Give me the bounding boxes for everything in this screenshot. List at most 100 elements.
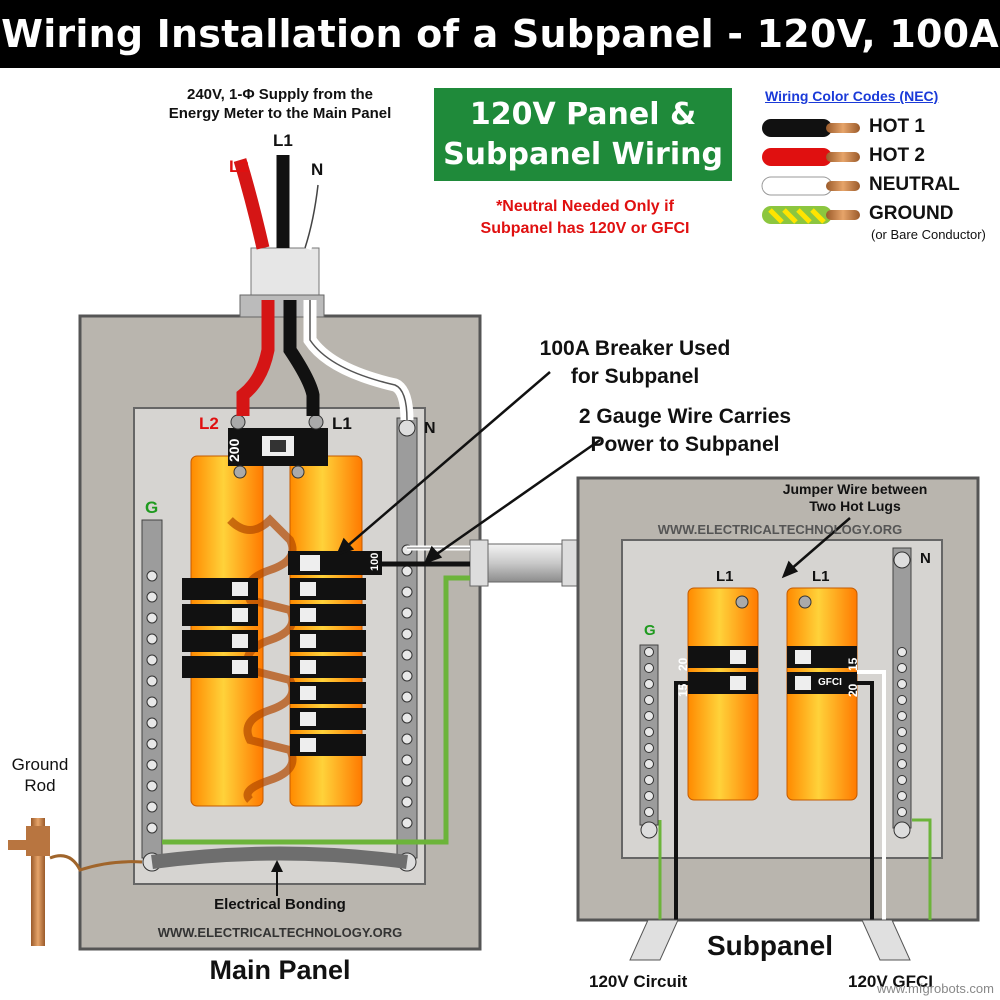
terminal-screw [146, 759, 158, 771]
sub-website: WWW.ELECTRICALTECHNOLOGY.ORG [657, 522, 903, 537]
sub-l1a-label: L1 [716, 568, 734, 585]
wire-callout: 2 Gauge Wire Carries Power to Subpanel [540, 403, 830, 459]
legend-hot1: HOT 1 [869, 116, 925, 137]
terminal-screw [644, 791, 654, 801]
subpanel-enclosure [576, 476, 980, 922]
terminal-screw [146, 612, 158, 624]
subpanel-breakers [688, 646, 857, 694]
terminal-screw [897, 695, 907, 705]
terminal-screw [644, 711, 654, 721]
terminal-screw [644, 647, 654, 657]
ground-rod-line-2: Rod [24, 776, 56, 795]
terminal-screw [146, 591, 158, 603]
jumper-callout-line-2: Two Hot Lugs [809, 498, 901, 514]
jumper-callout-line-1: Jumper Wire between [782, 481, 928, 497]
terminal-screw [897, 775, 907, 785]
terminal-screw [644, 727, 654, 737]
legend-ground: GROUND [869, 203, 954, 224]
source-watermark: www.mfgrobots.com [876, 981, 994, 996]
terminal-screw [401, 817, 413, 829]
legend-wires [761, 119, 860, 224]
wire-callout-line-2: Power to Subpanel [590, 433, 780, 456]
note-line-1: *Neutral Needed Only if [496, 198, 674, 215]
supply-l2-label: L2 [229, 157, 249, 176]
terminal-screw [146, 822, 158, 834]
terminal-screw [644, 743, 654, 753]
wire-callout-line-1: 2 Gauge Wire Carries [578, 405, 792, 428]
terminal-screw [644, 759, 654, 769]
main-website: WWW.ELECTRICALTECHNOLOGY.ORG [157, 925, 403, 940]
legend-ground-sub: (or Bare Conductor) [871, 227, 986, 242]
terminal-screw [146, 633, 158, 645]
terminal-screw [897, 711, 907, 721]
main-l1-label: L1 [332, 414, 352, 433]
supply-line-2: Energy Meter to the Main Panel [168, 105, 392, 122]
sub-brk-3: 15 [846, 657, 860, 671]
sub-brk-2: 15 [676, 683, 690, 697]
terminal-screw [146, 654, 158, 666]
main-breaker [228, 414, 328, 479]
sub-brk-4: 20 [846, 683, 860, 697]
outgoing-circuits [629, 670, 932, 961]
main-breaker-rating: 200 [226, 438, 242, 462]
terminal-screw [897, 663, 907, 673]
terminal-screw [644, 695, 654, 705]
main-panel-title: Main Panel [209, 955, 351, 985]
sub-l1b-label: L1 [812, 568, 830, 585]
diagram-title: Wiring Installation of a Subpanel - 120V… [0, 0, 1000, 68]
terminal-screw [401, 628, 413, 640]
terminal-screw [401, 649, 413, 661]
terminal-screw [644, 807, 654, 817]
conduit [469, 539, 581, 587]
banner-line-1: 120V Panel & [469, 96, 697, 132]
ground-rod-line-1: Ground [11, 755, 69, 774]
jumper-callout: Jumper Wire between Two Hot Lugs [760, 481, 950, 515]
terminal-screw [897, 679, 907, 689]
sub-n-label: N [920, 550, 931, 567]
legend-title: Wiring Color Codes (NEC) [765, 88, 939, 104]
bonding-strap [151, 846, 408, 869]
supply-wires [233, 155, 414, 421]
subpanel-title: Subpanel [706, 930, 833, 961]
terminal-screw [146, 801, 158, 813]
neutral-note: *Neutral Needed Only if Subpanel has 120… [440, 196, 730, 240]
terminal-screw [146, 780, 158, 792]
terminal-screw [401, 586, 413, 598]
breaker-callout-line-1: 100A Breaker Used [539, 337, 731, 360]
terminal-screw [401, 796, 413, 808]
terminal-screw [401, 775, 413, 787]
main-branch-breakers [182, 578, 366, 756]
terminal-screw [897, 791, 907, 801]
terminal-screw [146, 570, 158, 582]
terminal-screw [401, 670, 413, 682]
breaker-callout: 100A Breaker Used for Subpanel [500, 335, 770, 391]
banner-line-2: Subpanel Wiring [443, 136, 723, 172]
terminal-screw [401, 691, 413, 703]
legend-hot2: HOT 2 [869, 145, 925, 166]
ground-rod [8, 818, 143, 946]
supply-description: 240V, 1-Φ Supply from the Energy Meter t… [140, 85, 420, 123]
sub-brk-1: 20 [676, 657, 690, 671]
terminal-screw [401, 733, 413, 745]
terminal-screw [897, 759, 907, 769]
terminal-screw [897, 647, 907, 657]
main-n-label: N [424, 420, 436, 437]
terminal-screw [401, 754, 413, 766]
callout-arrows [335, 371, 851, 579]
terminal-screw [644, 663, 654, 673]
breaker-callout-line-2: for Subpanel [570, 365, 700, 388]
main-g-label: G [145, 498, 159, 517]
terminal-screw [146, 675, 158, 687]
sub-g-label: G [644, 622, 656, 639]
terminal-screw [897, 727, 907, 737]
supply-line-1: 240V, 1-Φ Supply from the [187, 86, 373, 103]
legend-neutral: NEUTRAL [869, 174, 960, 195]
terminal-screw [146, 696, 158, 708]
terminal-screw [146, 717, 158, 729]
main-l2-label: L2 [199, 414, 219, 433]
terminal-screw [897, 743, 907, 753]
subpanel-feed-breaker [288, 551, 382, 575]
terminal-screw [146, 738, 158, 750]
subpanel-bar-screws [644, 647, 907, 817]
